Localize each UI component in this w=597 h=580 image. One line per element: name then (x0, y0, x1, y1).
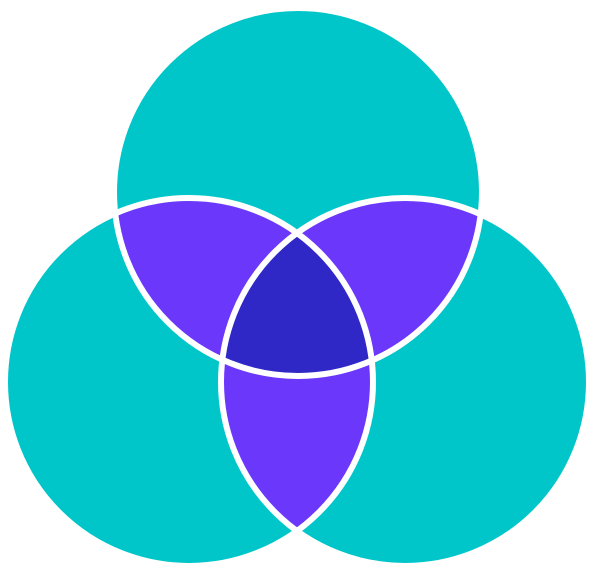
outline-right (218, 195, 592, 569)
outline-top (111, 5, 485, 379)
outline-left (2, 195, 376, 569)
overlap-all-three (221, 198, 373, 376)
